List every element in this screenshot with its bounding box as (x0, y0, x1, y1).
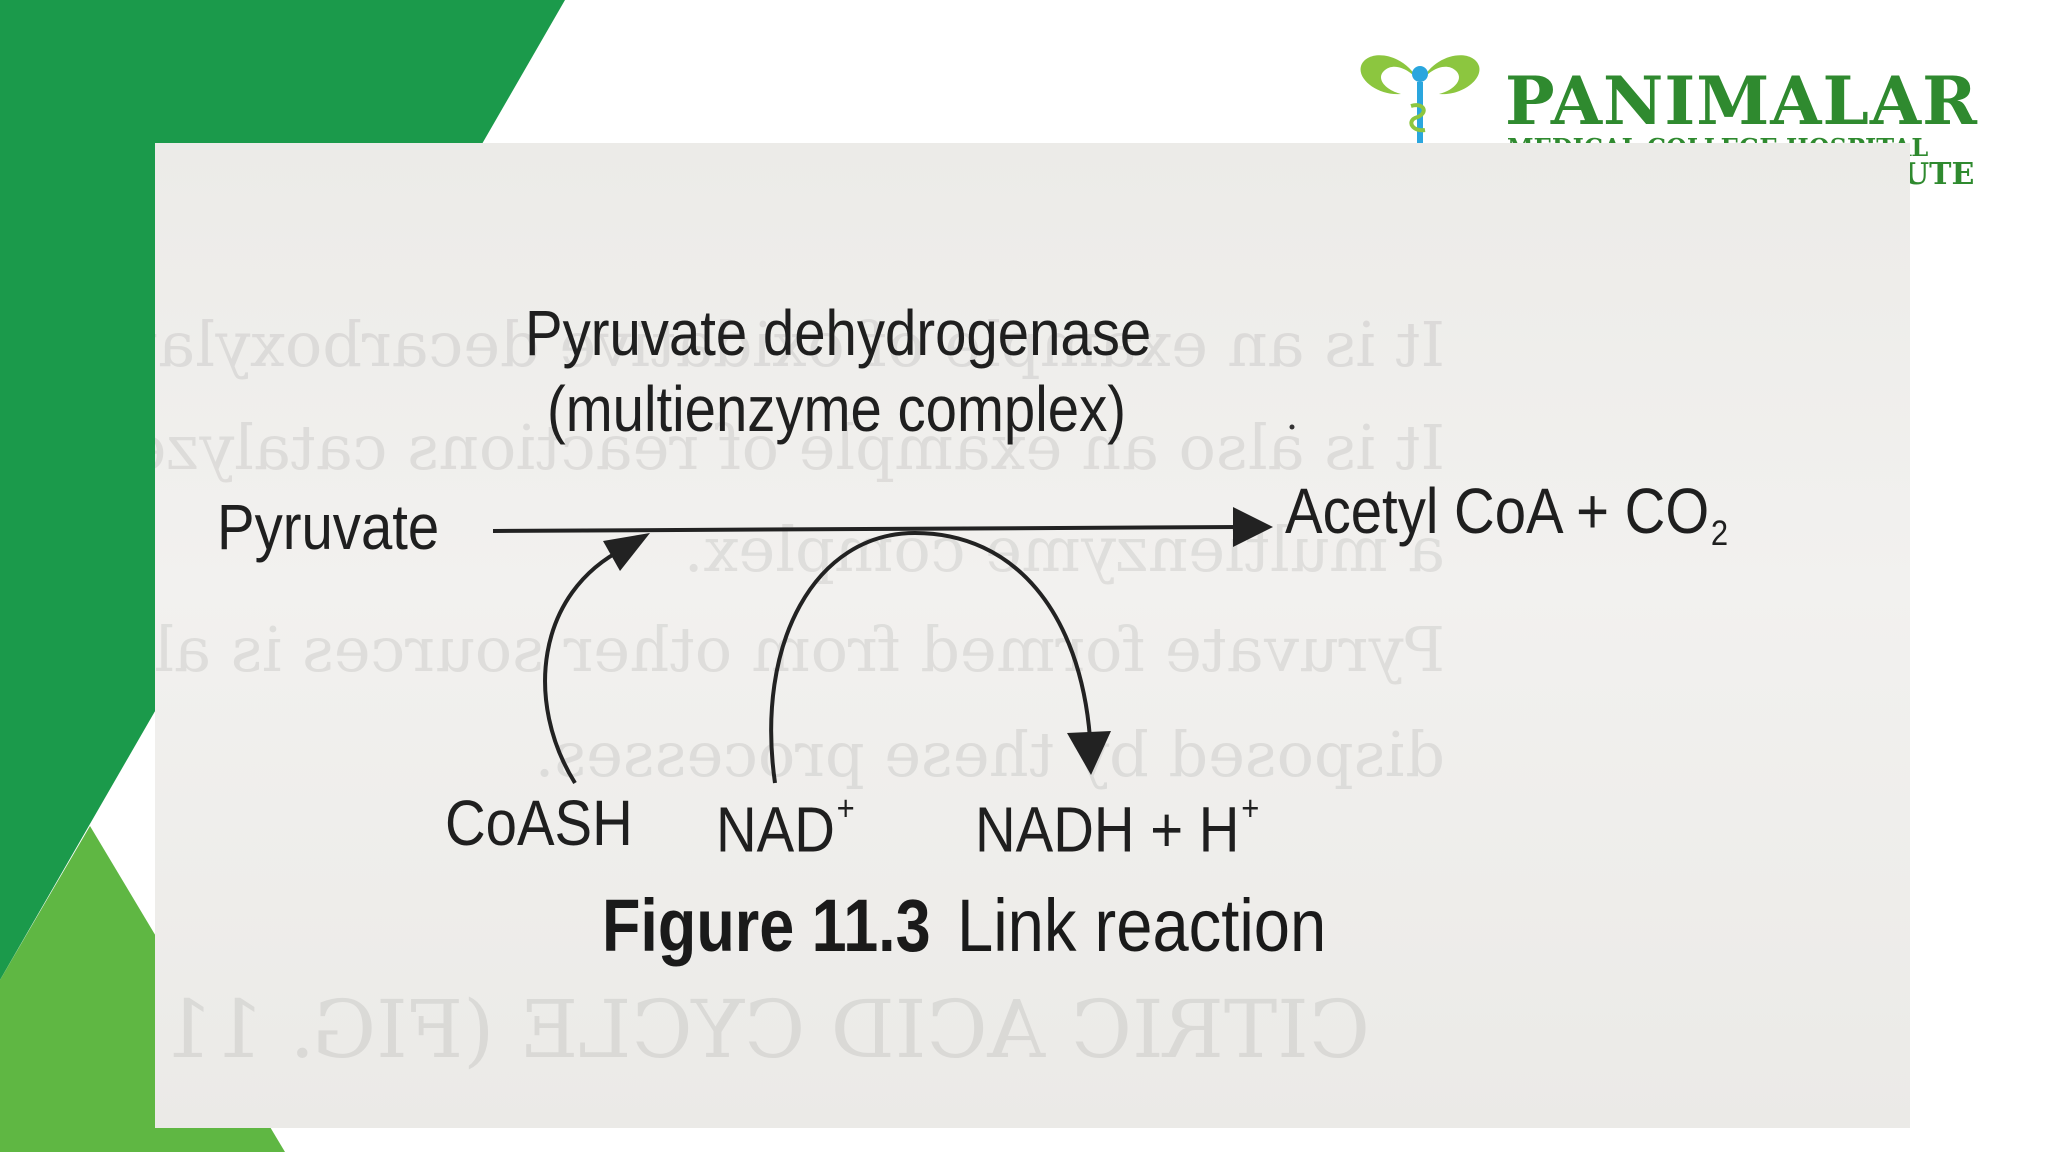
product-acetyl-coa-co2: Acetyl CoA + CO2 (1285, 479, 1728, 552)
substrate-pyruvate: Pyruvate (217, 491, 440, 563)
coash-arrow (543, 546, 626, 785)
product-text: Acetyl CoA + CO (1285, 475, 1710, 547)
stray-dot (1289, 424, 1295, 430)
enzyme-label-line2: (multienzyme complex) (547, 373, 1126, 445)
figure-title: Link reaction (957, 884, 1327, 967)
textbook-figure-photo: It is an example of oxidative decarboxyl… (155, 143, 1910, 1128)
nadh-text: NADH + H (975, 793, 1240, 866)
figure-caption: Figure 11.3 Link reaction (602, 889, 1377, 963)
nad-nadh-arrow (769, 530, 1092, 784)
main-arrowhead (1233, 507, 1273, 547)
figure-number: Figure 11.3 (602, 884, 931, 967)
reaction-arrows (492, 424, 1295, 785)
nad-superscript: + (836, 789, 855, 828)
enzyme-label-line1: Pyruvate dehydrogenase (525, 297, 1152, 369)
cofactor-coash: CoASH (445, 787, 633, 859)
logo-name: PANIMALAR (1505, 62, 1978, 140)
product-nadh: NADH + H+ (975, 791, 1259, 862)
logo-emblem-icon (1360, 55, 1480, 144)
nadh-superscript: + (1241, 789, 1260, 828)
logo-subtitle-2: UTE (1903, 157, 1975, 192)
main-reaction-arrow (492, 525, 1241, 533)
cofactor-nad: NAD+ (716, 791, 855, 862)
nad-text: NAD (716, 793, 835, 866)
product-subscript: 2 (1710, 514, 1729, 554)
nad-nadh-arrowhead (1067, 731, 1111, 775)
coash-arrowhead (603, 533, 650, 571)
